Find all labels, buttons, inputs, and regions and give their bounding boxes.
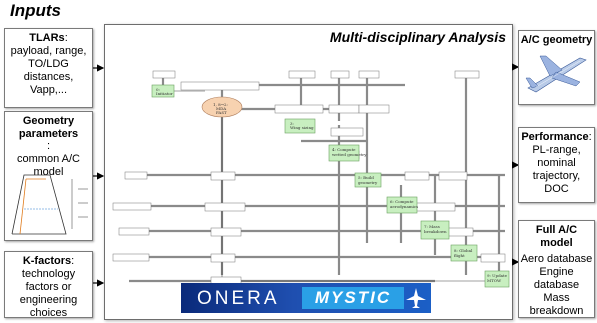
performance-body: : PL-range, nominal trajectory, DOC bbox=[532, 131, 592, 195]
output-arrows bbox=[512, 63, 520, 266]
mystic-wordmark: MYSTIC bbox=[302, 287, 404, 309]
svg-text:9: Update: 9: Update bbox=[487, 273, 508, 278]
svg-text:7: Mass: 7: Mass bbox=[424, 224, 440, 229]
performance-title: Performance bbox=[521, 131, 589, 143]
k-factors-box: K-factors: technology factors or enginee… bbox=[4, 251, 93, 319]
svg-text:wetted geometry: wetted geometry bbox=[332, 152, 367, 157]
full-ac-model-body: Aero database Engine database Mass break… bbox=[520, 253, 593, 317]
svg-text:Wing sizing: Wing sizing bbox=[290, 125, 314, 130]
k-factors-title: K-factors bbox=[22, 255, 72, 267]
ac-geometry-box: A/C geometry bbox=[518, 30, 595, 105]
svg-text:6: Compute: 6: Compute bbox=[390, 199, 414, 204]
inputs-heading: Inputs bbox=[10, 1, 61, 20]
wing-planform-sketch bbox=[11, 174, 88, 235]
svg-text:5: Build: 5: Build bbox=[358, 175, 374, 180]
tlars-title: TLARs bbox=[29, 32, 65, 44]
onera-mystic-logo: ONERA MYSTIC bbox=[181, 283, 431, 313]
svg-text:MDA: MDA bbox=[216, 106, 226, 111]
svg-text:breakdown: breakdown bbox=[424, 229, 447, 234]
tlars-box: TLARs: payload, range, TO/LDG distances,… bbox=[4, 28, 93, 108]
ac-geometry-title: A/C geometry bbox=[520, 34, 593, 46]
xdsm-diagram: 0: Initiator 1, 8→2: MDA FAST 3: Wing si… bbox=[112, 70, 510, 288]
svg-text:flight: flight bbox=[454, 253, 465, 258]
aircraft-3d-icon bbox=[525, 55, 587, 93]
svg-text:4: Compute: 4: Compute bbox=[332, 147, 356, 152]
performance-box: Performance: PL-range, nominal trajector… bbox=[518, 127, 595, 203]
svg-text:aerodynamics: aerodynamics bbox=[390, 204, 418, 209]
aircraft-logo-icon bbox=[406, 288, 426, 308]
onera-wordmark: ONERA bbox=[197, 288, 280, 309]
svg-text:3:: 3: bbox=[290, 121, 294, 126]
tlars-body: : payload, range, TO/LDG distances, Vapp… bbox=[10, 32, 87, 96]
geometry-parameters-title: Geometry parameters bbox=[18, 115, 79, 140]
svg-text:1, 8→2:: 1, 8→2: bbox=[213, 102, 228, 107]
svg-text:geometry: geometry bbox=[358, 180, 378, 185]
mda-title: Multi-disciplinary Analysis bbox=[329, 29, 506, 45]
svg-text:FAST: FAST bbox=[216, 110, 227, 115]
svg-text:0:: 0: bbox=[156, 87, 160, 92]
full-ac-model-box: Full A/C model Aero database Engine data… bbox=[518, 220, 595, 318]
svg-text:8: Global: 8: Global bbox=[454, 248, 473, 253]
geometry-parameters-box: Geometry parameters : common A/C model bbox=[4, 111, 93, 241]
full-ac-model-title: Full A/C model bbox=[535, 224, 578, 249]
svg-text:Initiator: Initiator bbox=[156, 91, 173, 96]
input-arrows bbox=[93, 64, 105, 287]
svg-text:MTOW: MTOW bbox=[487, 278, 502, 283]
k-factors-body: : technology factors or engineering choi… bbox=[19, 255, 78, 319]
mda-panel: Multi-disciplinary Analysis bbox=[104, 24, 513, 320]
